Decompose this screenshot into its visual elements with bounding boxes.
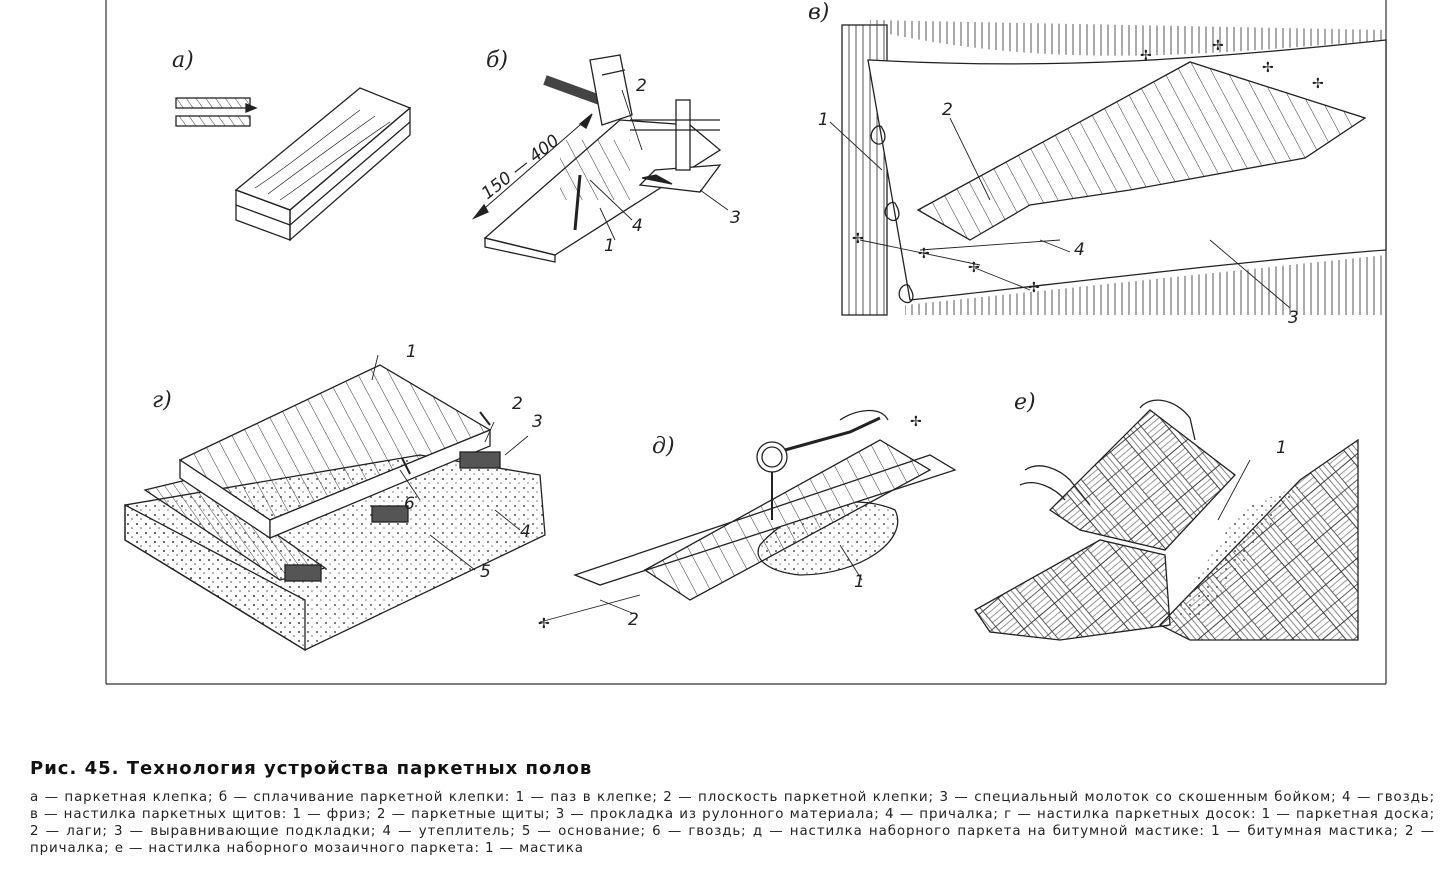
- svg-text:✢: ✢: [910, 414, 922, 430]
- panel-v-drawing: ✢ ✢ ✢ ✢ ✢ ✢ ✢ ✢: [829, 20, 1387, 316]
- callout-g-6: 6: [404, 494, 415, 514]
- callout-v-3: 3: [1288, 308, 1299, 328]
- panel-b-drawing: [471, 54, 729, 263]
- callout-g-3: 3: [532, 412, 543, 432]
- svg-text:✢: ✢: [918, 246, 930, 262]
- callout-g-5: 5: [480, 562, 491, 582]
- svg-text:✢: ✢: [1262, 60, 1274, 76]
- callout-b-2: 2: [636, 76, 647, 96]
- callout-b-1: 1: [604, 236, 615, 256]
- panel-label-e: е): [1014, 390, 1036, 415]
- callout-v-2: 2: [942, 100, 953, 120]
- panel-label-d: д): [652, 434, 675, 459]
- callout-e-1: 1: [1276, 438, 1287, 458]
- svg-text:✢: ✢: [1140, 48, 1152, 64]
- callout-g-4: 4: [520, 522, 531, 542]
- callout-b-3: 3: [730, 208, 741, 228]
- svg-text:✢: ✢: [1028, 280, 1040, 296]
- callout-v-1: 1: [818, 110, 829, 130]
- panel-g-drawing: [124, 354, 546, 652]
- svg-text:✢: ✢: [968, 260, 980, 276]
- panel-label-g: г): [152, 388, 172, 413]
- panel-e-drawing: [974, 399, 1359, 641]
- figure-caption-title: Рис. 45. Технология устройства паркетных…: [30, 758, 593, 779]
- svg-text:✢: ✢: [1312, 76, 1324, 92]
- svg-text:✢: ✢: [1212, 38, 1224, 54]
- figure-drawing: ✢ ✢ ✢ ✢ ✢ ✢ ✢ ✢: [105, 0, 1387, 685]
- callout-g-2: 2: [512, 394, 523, 414]
- callout-d-2: 2: [628, 610, 639, 630]
- panel-label-v: в): [808, 0, 830, 25]
- callout-g-1: 1: [406, 342, 417, 362]
- callout-d-1: 1: [854, 572, 865, 592]
- panel-d-drawing: ✢ ✢: [538, 409, 957, 632]
- callout-b-4: 4: [632, 216, 643, 236]
- panel-label-b: б): [486, 48, 509, 73]
- panel-label-a: а): [172, 48, 194, 73]
- panel-a-drawing: [175, 87, 412, 242]
- figure: ✢ ✢ ✢ ✢ ✢ ✢ ✢ ✢: [105, 0, 1387, 685]
- callout-v-4: 4: [1074, 240, 1085, 260]
- svg-text:✢: ✢: [852, 231, 864, 247]
- svg-text:✢: ✢: [538, 616, 550, 632]
- figure-caption-body: а — паркетная клепка; б — сплачивание па…: [30, 790, 1435, 856]
